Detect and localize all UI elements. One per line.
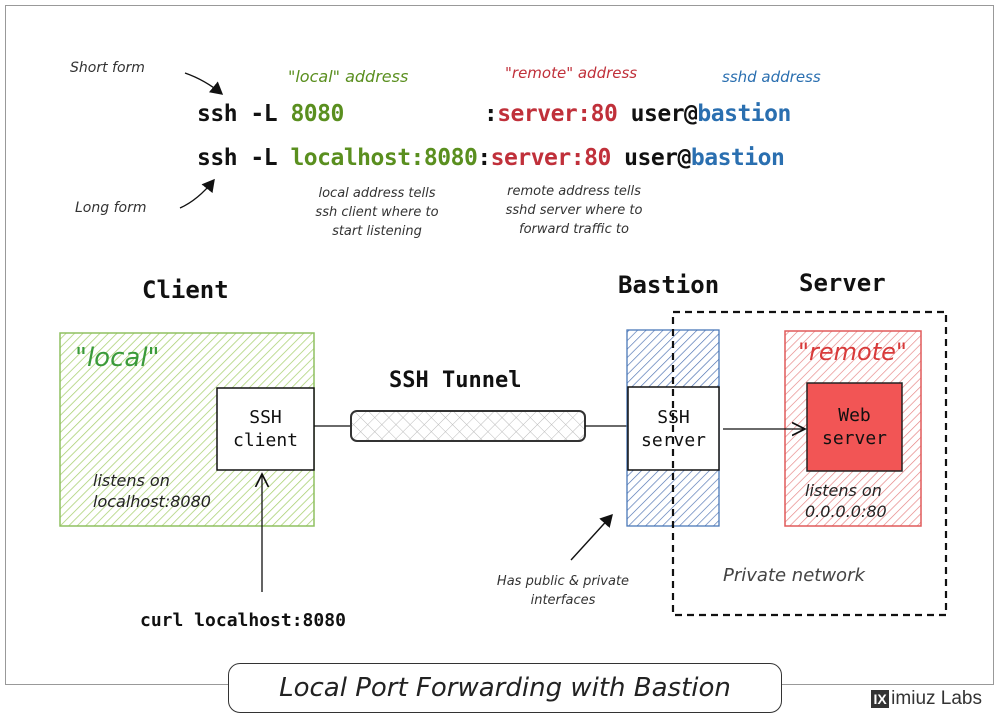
command-host: bastion [697, 101, 791, 127]
client-heading: Client [142, 276, 229, 304]
command-user: user@ [610, 145, 691, 171]
client-listens-note: listens on localhost:8080 [93, 470, 211, 512]
local-zone-label: "local" [75, 343, 160, 373]
remote-address-explanation: remote address tells sshd server where t… [505, 184, 643, 237]
short-form-label: Short form [70, 60, 145, 76]
diagram-title: Local Port Forwarding with Bastion [279, 673, 731, 703]
brand-name: imiuz Labs [891, 688, 982, 709]
ssh-client-label-line2: client [232, 430, 299, 451]
private-network-label: Private network [723, 565, 865, 586]
command-host: bastion [690, 145, 785, 171]
bastion-heading: Bastion [618, 271, 720, 299]
ssh-client-label: SSH client [217, 406, 314, 452]
long-form-label: Long form [75, 200, 147, 216]
web-server-box [806, 382, 903, 472]
ssh-server-label: SSH server [628, 406, 719, 452]
short-form-command: ssh -L 8080:server:80 user@bastion [197, 101, 791, 127]
web-server-label-line2: server [821, 428, 888, 449]
command-local-address: localhost:8080 [290, 145, 478, 171]
local-address-label: "local" address [288, 67, 409, 86]
client-listens-line2: localhost:8080 [93, 492, 211, 511]
interfaces-note: Has public & private interfaces [496, 574, 630, 608]
local-address-explanation: local address tells ssh client where to … [315, 186, 439, 239]
command-prefix: ssh -L [197, 145, 291, 171]
curl-command: curl localhost:8080 [140, 610, 346, 631]
web-server-label: Web server [807, 404, 902, 450]
diagram-title-box: Local Port Forwarding with Bastion [228, 663, 782, 713]
command-local-port: 8080 [290, 101, 344, 127]
server-heading: Server [799, 269, 886, 297]
client-listens-line1: listens on [93, 471, 170, 490]
command-user: user@ [617, 101, 698, 127]
long-form-command: ssh -L localhost:8080:server:80 user@bas… [197, 145, 785, 171]
remote-address-label: "remote" address [505, 64, 638, 82]
private-network-boundary [671, 310, 948, 617]
web-server-label-line1: Web [838, 405, 871, 426]
ssh-server-label-line1: SSH [657, 407, 690, 428]
server-listens-note: listens on 0.0.0.0:80 [805, 480, 887, 522]
ssh-tunnel-label: SSH Tunnel [389, 368, 522, 393]
command-colon: : [477, 145, 491, 171]
short-form-arrow [184, 72, 224, 95]
ssh-client-label-line1: SSH [249, 407, 282, 428]
server-listens-line2: 0.0.0.0:80 [805, 502, 887, 521]
command-remote: server:80 [497, 101, 618, 127]
ssh-client-box [216, 387, 315, 471]
long-form-arrow [179, 178, 215, 209]
brand: IX imiuz Labs [871, 688, 982, 710]
ssh-tunnel-pipe [350, 410, 586, 442]
brand-logo-icon: IX [871, 690, 890, 708]
ssh-server-label-line2: server [640, 430, 707, 451]
command-prefix: ssh -L [197, 101, 291, 127]
command-colon: : [483, 101, 498, 127]
command-remote: server:80 [490, 145, 612, 171]
interfaces-note-arrow [570, 513, 613, 561]
remote-zone-label: "remote" [798, 338, 907, 366]
server-listens-line1: listens on [805, 481, 882, 500]
sshd-address-label: sshd address [722, 68, 821, 86]
